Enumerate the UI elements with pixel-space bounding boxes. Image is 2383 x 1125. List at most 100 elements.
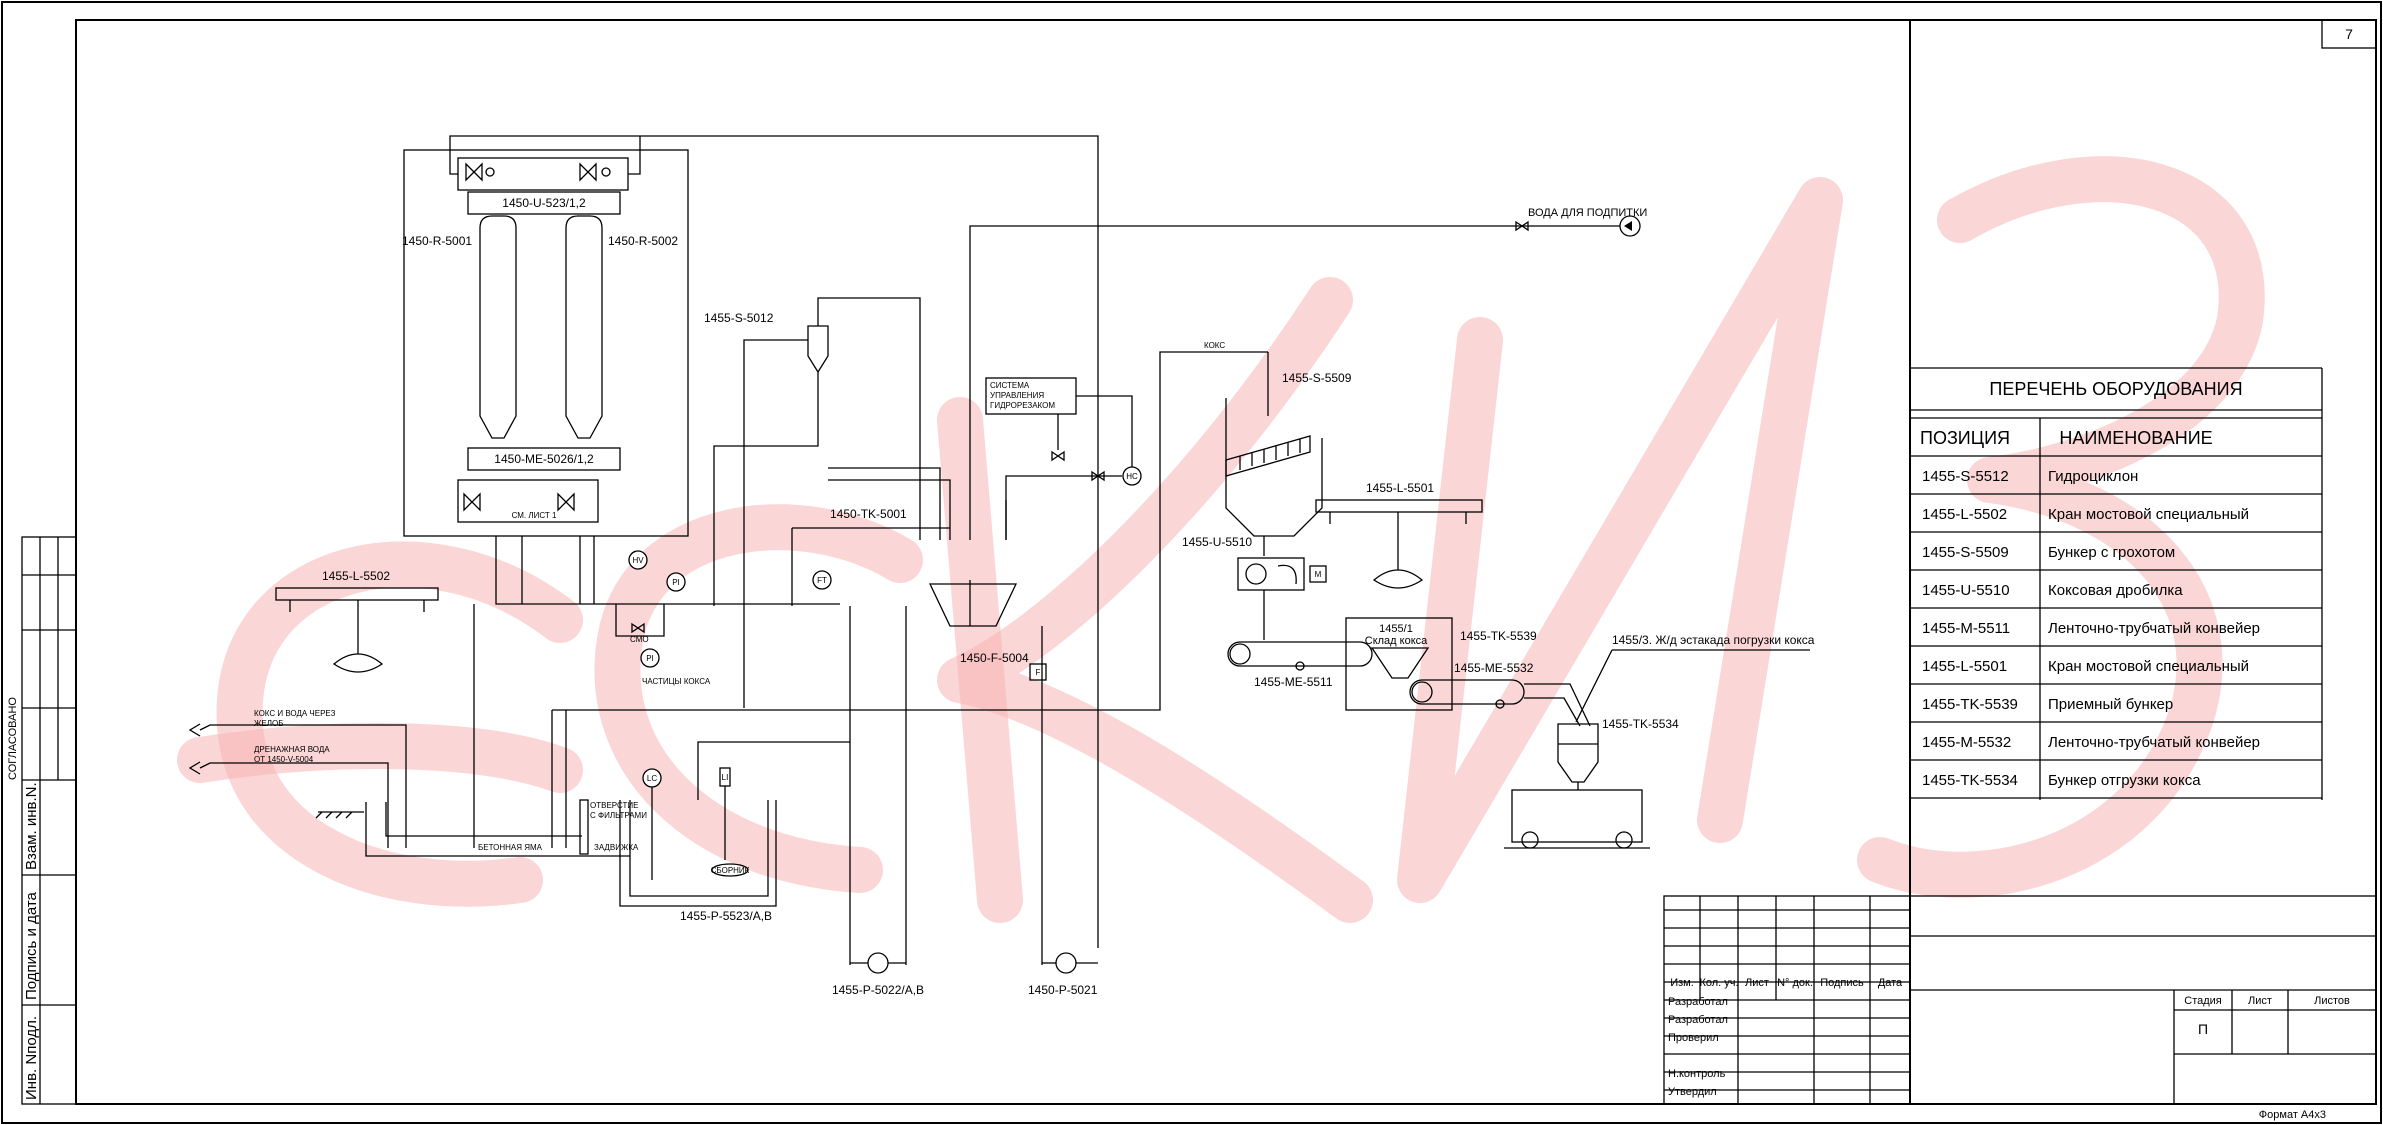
inv-label: Инв. Nподл. [23,1016,40,1100]
col-data: Дата [1878,977,1903,989]
label-koks-voda-1: КОКС И ВОДА ЧЕРЕЗ [254,709,336,718]
label-otverstie-2: С ФИЛЬТРАМИ [590,811,647,820]
format-label: Формат А4х3 [2259,1109,2326,1121]
label-l5501: 1455-L-5501 [1366,481,1434,495]
label-zadvizhka: ЗАДВИЖКА [594,843,639,852]
label-sys-line1: СИСТЕМА [990,381,1030,390]
equipment-position: 1455-S-5509 [1922,544,2009,561]
crusher-u5510 [1237,557,1305,591]
label-voda-podpitki: ВОДА ДЛЯ ПОДПИТКИ [1528,207,1647,219]
label-sklad-name: Склад кокса [1365,635,1428,647]
label-sys-line2: УПРАВЛЕНИЯ [990,391,1044,400]
equipment-name: Коксовая дробилка [2048,582,2183,599]
ft-instrument [812,570,832,590]
equipment-name: Кран мостовой специальный [2048,658,2249,675]
grab-bucket-l5501 [1372,569,1424,589]
equipment-position: 1455-S-5512 [1922,468,2009,485]
label-s5509: 1455-S-5509 [1282,371,1352,385]
list-label: Лист [2248,995,2272,1007]
hv-instrument [628,550,648,570]
label-koks-voda-2: ЖЕЛОБ [254,719,283,728]
label-me5026: 1450-ME-5026/1,2 [494,452,594,466]
pump-pit-p5523 [629,800,769,897]
soglasovano-label: СОГЛАСОВАНО [7,697,19,780]
label-s5012: 1455-S-5012 [704,311,774,325]
label-motor: M [1315,570,1322,579]
label-r5001: 1450-R-5001 [402,234,472,248]
row-nkontrol: Н.контроль [1668,1068,1726,1080]
u523-box [467,191,621,215]
column-name: НАИМЕНОВАНИЕ [2059,428,2212,448]
label-tk5001: 1450-TK-5001 [830,507,907,521]
tank-f5004 [928,583,1018,627]
label-me5532: 1455-ME-5532 [1454,661,1534,675]
pi-instrument-1 [666,572,686,592]
equipment-name: Гидроциклон [2048,468,2138,485]
instrument-f: F [1036,668,1041,677]
equipment-position: 1455-TK-5534 [1922,772,2018,789]
col-podpis: Подпись [1820,977,1864,989]
coke-storage [1345,617,1453,711]
stadia-value: П [2198,1021,2208,1037]
equipment-position: 1455-M-5511 [1922,620,2010,637]
crane-l5501 [1315,499,1483,513]
label-sys-line3: ГИДРОРЕЗАКОМ [990,401,1055,410]
label-drenazh-2: ОТ 1450-V-5004 [254,755,314,764]
bunker-tk5534 [1557,723,1599,783]
me5026-box [467,447,621,471]
pump-p5021 [1055,952,1077,974]
label-smo: СМО [630,635,649,644]
process-diagram: 1450-U-523/1,2 1450-R-5001 1450-R-5002 1… [188,135,1815,997]
label-ft: FT [817,576,827,585]
col-kol: Кол. уч. [1699,977,1738,989]
equipment-name: Бункер отгрузки кокса [2048,772,2201,789]
equipment-position: 1455-M-5532 [1922,734,2011,751]
label-p5523: 1455-P-5523/A,B [680,909,772,923]
label-lc: LC [647,774,657,783]
equipment-name: Кран мостовой специальный [2048,506,2249,523]
equipment-name: Ленточно-трубчатый конвейер [2048,620,2260,637]
pi-instrument-2 [640,648,660,668]
label-tk5534: 1455-TK-5534 [1602,717,1679,731]
label-tk5539: 1455-TK-5539 [1460,629,1537,643]
row-razrab2: Разработал [1668,1014,1728,1026]
stadia-label: Стадия [2184,995,2222,1007]
hc-instrument [1122,466,1142,486]
sheet-number: 7 [2345,26,2353,42]
equipment-name: Ленточно-трубчатый конвейер [2048,734,2260,751]
sheet-number-box [2321,19,2377,49]
label-r5002: 1450-R-5002 [608,234,678,248]
valve-manifold-bottom [457,479,599,523]
row-proveril: Проверил [1668,1032,1719,1044]
watermark [177,156,2265,923]
equipment-position: 1455-TK-5539 [1922,696,2018,713]
pump-p5022 [867,952,889,974]
conveyor-me5511 [1227,641,1373,667]
valve-icon [465,162,611,182]
column-position: ПОЗИЦИЯ [1920,428,2010,448]
label-sm-list: СМ. ЛИСТ 1 [512,511,557,520]
label-hv: HV [632,556,644,565]
reactor-block [403,149,689,537]
reactor-r5001 [479,215,517,439]
label-sbornik: СБОРНИК [711,866,750,875]
row-razrab1: Разработал [1668,996,1728,1008]
rail-wagon [1511,789,1643,843]
label-koks: КОКС [1204,341,1225,350]
bunker-tk5539 [1370,647,1430,679]
label-pi2: PI [646,654,654,663]
label-otverstie-1: ОТВЕРСТИЕ [590,801,639,810]
vzam-label: Взам. инв.N. [23,782,40,870]
equipment-position: 1455-L-5501 [1922,658,2007,675]
listov-label: Листов [2314,995,2350,1007]
equipment-position: 1455-U-5510 [1922,582,2010,599]
equipment-list: ПЕРЕЧЕНЬ ОБОРУДОВАНИЯ ПОЗИЦИЯ НАИМЕНОВАН… [1910,367,2323,800]
equipment-position: 1455-L-5502 [1922,506,2007,523]
label-me5511: 1455-ME-5511 [1254,675,1333,689]
label-u523: 1450-U-523/1,2 [502,196,586,210]
label-chastitsy: ЧАСТИЦЫ КОКСА [642,677,711,686]
label-p5022: 1455-P-5022/A,B [832,983,924,997]
